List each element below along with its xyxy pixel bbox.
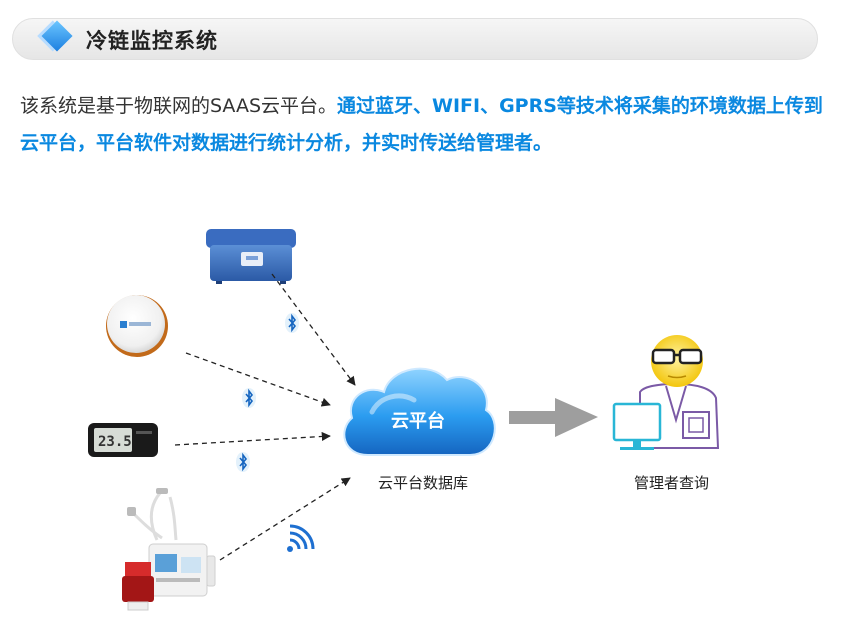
bluetooth-icon [242,388,256,408]
cooler-box-icon [206,229,296,284]
flow-arrow-icon [509,398,598,437]
manager-query-label: 管理者查询 [634,474,710,492]
cloud-platform-text: 云平台 [391,410,445,432]
page-title: 冷链监控系统 [86,29,218,53]
temperature-logger-icon: 23.5 [88,423,158,457]
sensor-disc-icon [106,295,168,357]
intro-plain-text: 该系统是基于物联网的SAAS云平台。 [20,95,337,117]
sensor-to-cloud-arrow [185,352,331,407]
intro-highlight-text: 通过蓝牙、WIFI、GPRS等技术将采集的环境数据上传到云平台，平台软件对数据进… [20,95,823,154]
cooler-to-cloud-arrow [271,273,356,386]
intro-paragraph: 该系统是基于物联网的SAAS云平台。通过蓝牙、WIFI、GPRS等技术将采集的环… [20,88,825,162]
wifi-signal-icon [287,524,315,552]
bluetooth-icon [285,313,299,333]
logger-to-cloud-arrow [174,431,331,446]
cloud-database-label: 云平台数据库 [378,474,469,492]
bluetooth-icon [236,452,250,472]
logger-display-text: 23.5 [98,434,132,450]
cloud-platform-icon: 云平台 [343,367,496,456]
manager-icon [612,335,720,450]
gprs-to-cloud-arrow [219,477,351,561]
header-bar [12,18,818,60]
gprs-logger-icon [122,488,216,611]
